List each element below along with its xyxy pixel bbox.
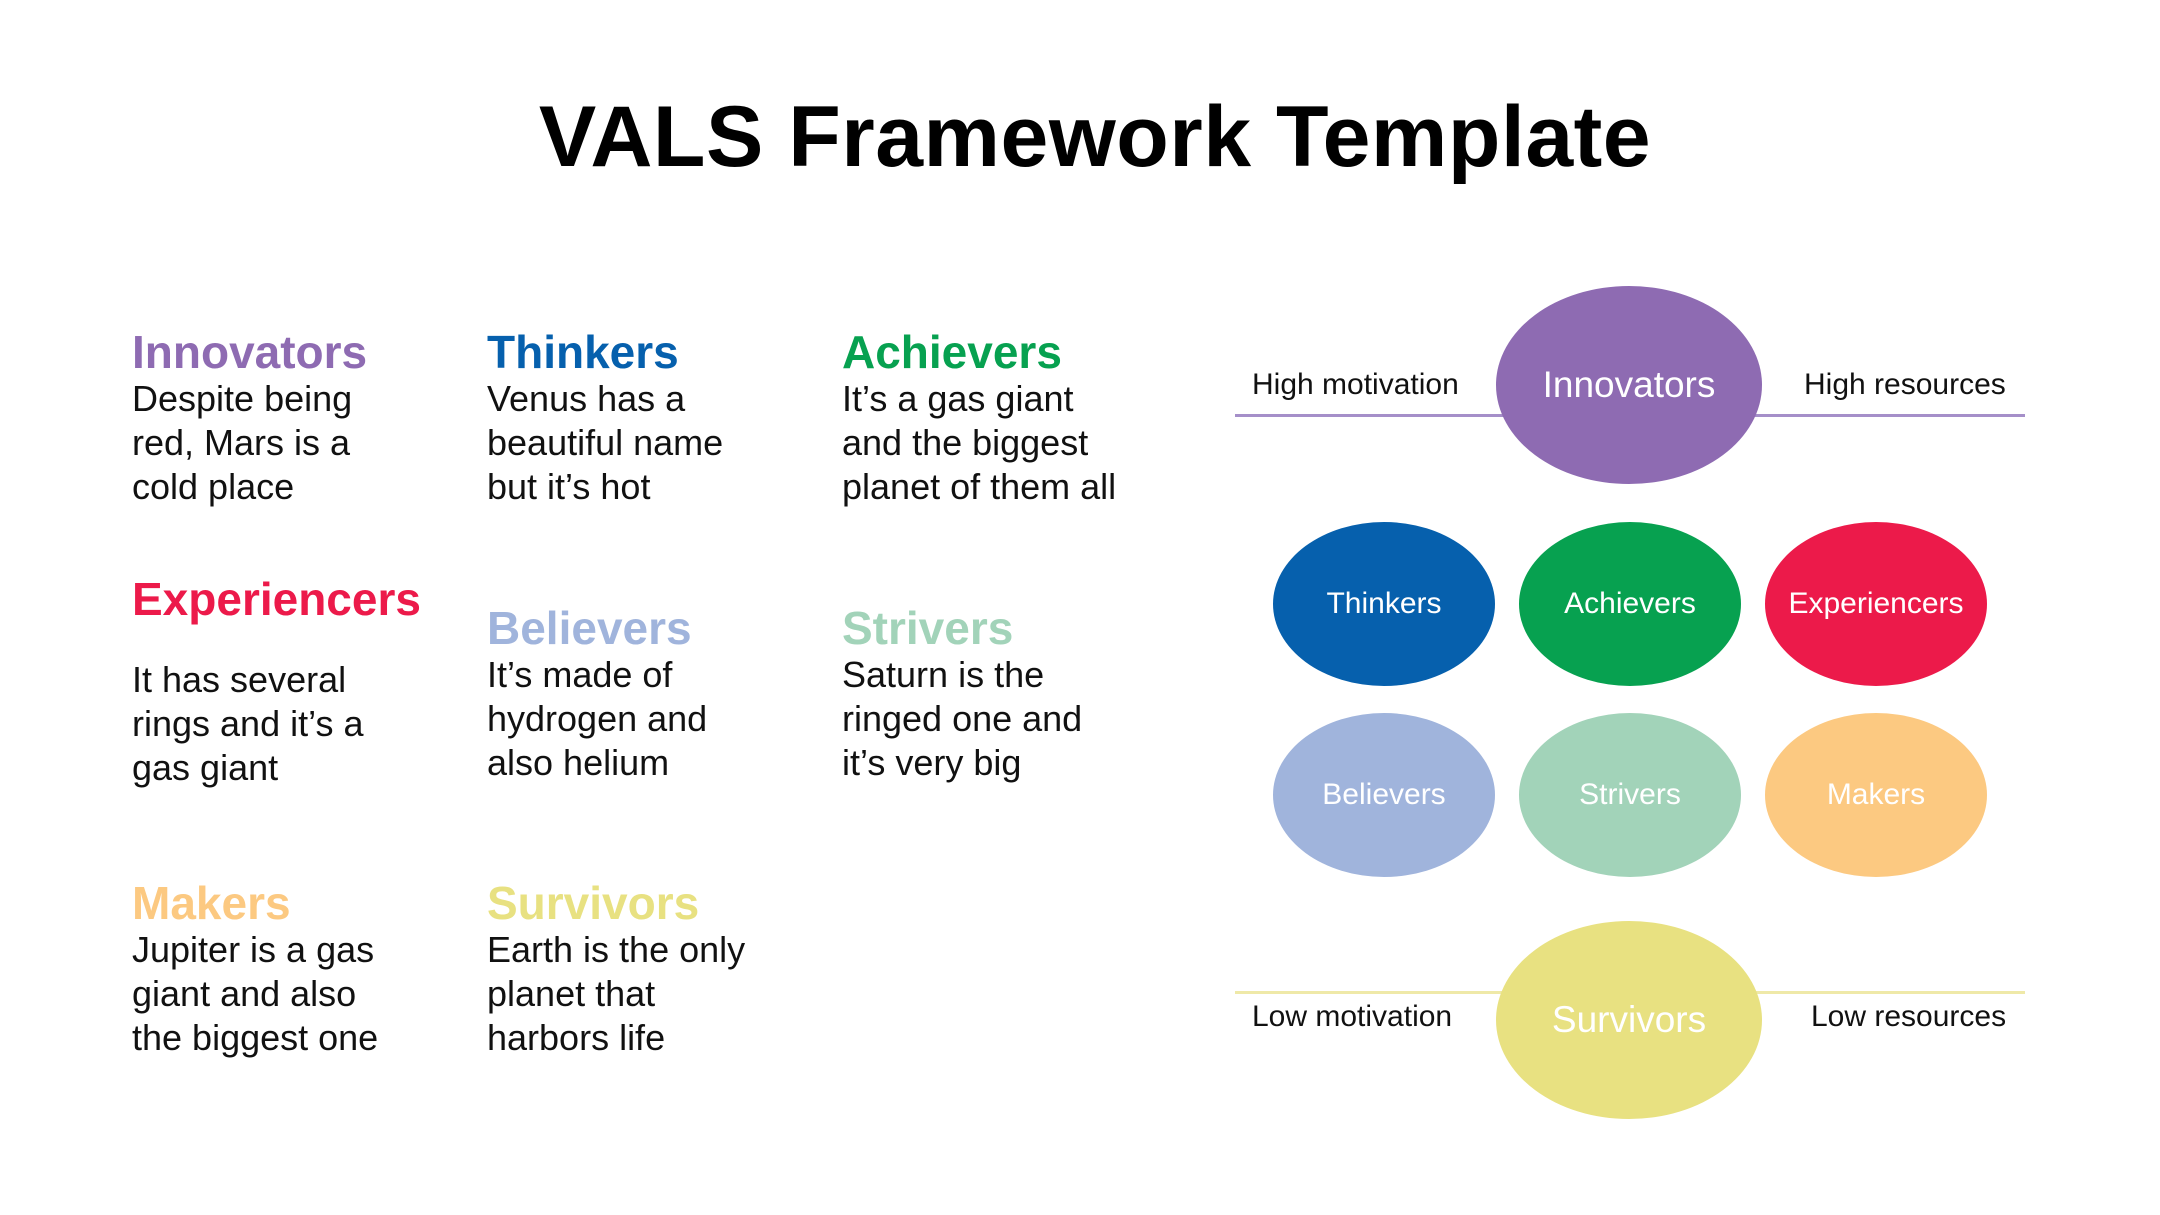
desc-line: and the biggest: [842, 422, 1089, 463]
high-resources-label: High resources: [1804, 368, 2006, 401]
card-description: It’s a gas giant and the biggest planet …: [842, 377, 1162, 509]
low-resources-label: Low resources: [1811, 1000, 2007, 1033]
desc-line: planet of them all: [842, 466, 1117, 507]
card-description: Venus has a beautiful name but it’s hot: [487, 377, 777, 509]
desc-line: It’s a gas giant: [842, 378, 1074, 419]
desc-line: rings and it’s a: [132, 703, 364, 744]
makers-circle: Makers: [1765, 713, 1987, 877]
card-believers: Believers It’s made of hydrogen and also…: [487, 603, 777, 785]
achievers-circle-label: Achievers: [1564, 587, 1696, 620]
desc-line: hydrogen and: [487, 698, 708, 739]
experiencers-circle: Experiencers: [1765, 522, 1987, 686]
desc-line: ringed one and: [842, 698, 1083, 739]
believers-circle: Believers: [1273, 713, 1495, 877]
desc-line: Earth is the only: [487, 929, 746, 970]
survivors-circle-label: Survivors: [1551, 999, 1707, 1040]
desc-line: gas giant: [132, 747, 279, 788]
card-description: It’s made of hydrogen and also helium: [487, 653, 777, 785]
achievers-circle: Achievers: [1519, 522, 1741, 686]
card-title: Believers: [487, 602, 692, 654]
thinkers-circle-label: Thinkers: [1326, 587, 1442, 620]
card-title: Innovators: [132, 326, 368, 378]
card-thinkers: Thinkers Venus has a beautiful name but …: [487, 327, 777, 509]
desc-line: beautiful name: [487, 422, 724, 463]
experiencers-circle-label: Experiencers: [1788, 587, 1964, 620]
thinkers-circle: Thinkers: [1273, 522, 1495, 686]
desc-line: Jupiter is a gas: [132, 929, 375, 970]
card-title: Thinkers: [487, 326, 679, 378]
desc-line: It’s made of: [487, 654, 673, 695]
desc-line: also helium: [487, 742, 670, 783]
desc-line: Venus has a: [487, 378, 686, 419]
card-strivers: Strivers Saturn is the ringed one and it…: [842, 603, 1162, 785]
makers-circle-label: Makers: [1826, 778, 1926, 811]
desc-line: harbors life: [487, 1017, 666, 1058]
card-title: Achievers: [842, 326, 1062, 378]
page-title: VALS Framework Template: [538, 89, 1652, 185]
card-description: Earth is the only planet that harbors li…: [487, 928, 807, 1060]
card-title: Makers: [132, 877, 291, 929]
card-title: Experiencers: [132, 573, 421, 625]
innovators-circle: Innovators: [1496, 286, 1762, 484]
strivers-circle: Strivers: [1519, 713, 1741, 877]
card-achievers: Achievers It’s a gas giant and the bigge…: [842, 327, 1162, 509]
believers-circle-label: Believers: [1322, 778, 1446, 811]
card-survivors: Survivors Earth is the only planet that …: [487, 878, 807, 1060]
desc-line: It has several: [132, 659, 347, 700]
survivors-circle: Survivors: [1496, 921, 1762, 1119]
desc-line: giant and also: [132, 973, 357, 1014]
card-makers: Makers Jupiter is a gas giant and also t…: [132, 878, 422, 1060]
desc-line: red, Mars is a: [132, 422, 351, 463]
desc-line: Despite being: [132, 378, 353, 419]
card-innovators: Innovators Despite being red, Mars is a …: [132, 327, 422, 509]
card-description: It has several rings and it’s a gas gian…: [132, 658, 432, 790]
low-motivation-label: Low motivation: [1252, 1000, 1453, 1033]
innovators-circle-label: Innovators: [1542, 364, 1716, 405]
card-description: Saturn is the ringed one and it’s very b…: [842, 653, 1162, 785]
card-description: Despite being red, Mars is a cold place: [132, 377, 422, 509]
card-title: Strivers: [842, 602, 1014, 654]
card-title: Survivors: [487, 877, 700, 929]
desc-line: cold place: [132, 466, 295, 507]
desc-line: but it’s hot: [487, 466, 651, 507]
desc-line: it’s very big: [842, 742, 1022, 783]
desc-line: Saturn is the: [842, 654, 1045, 695]
desc-line: the biggest one: [132, 1017, 379, 1058]
desc-line: planet that: [487, 973, 656, 1014]
high-motivation-label: High motivation: [1252, 368, 1459, 401]
card-description: Jupiter is a gas giant and also the bigg…: [132, 928, 422, 1060]
strivers-circle-label: Strivers: [1579, 778, 1681, 811]
